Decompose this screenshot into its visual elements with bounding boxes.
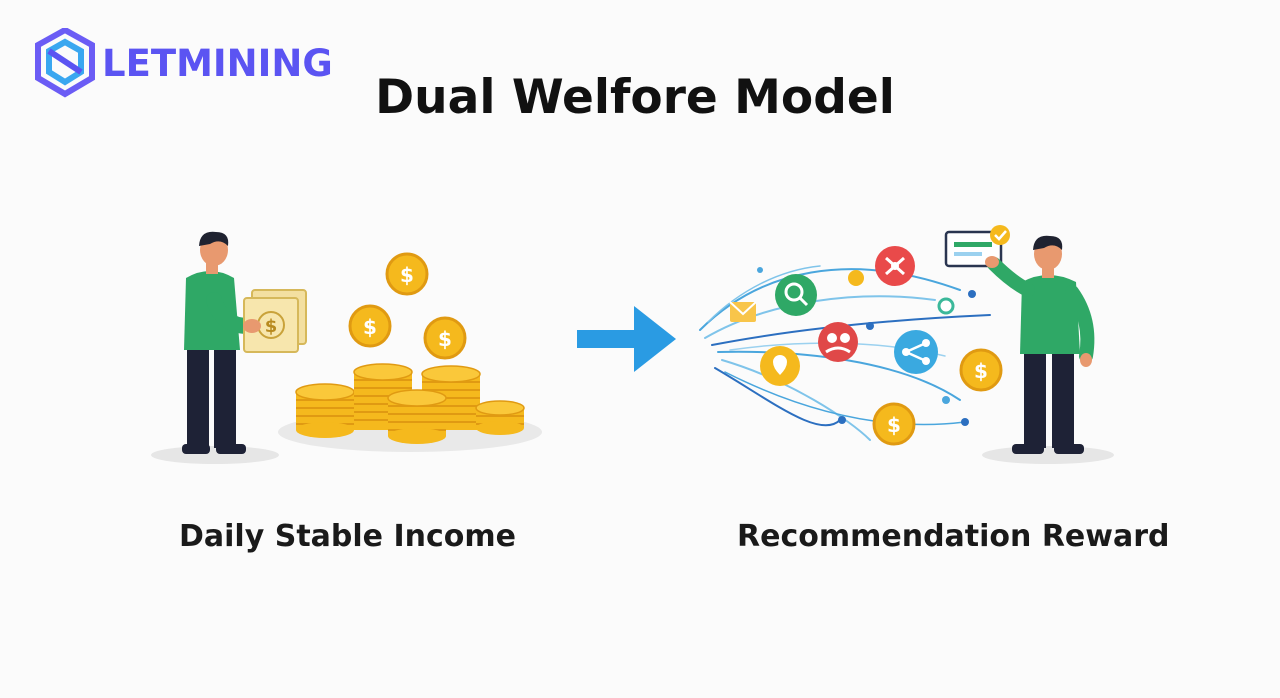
left-shadow xyxy=(151,446,279,464)
share-icon xyxy=(894,330,938,374)
email-icon xyxy=(729,301,757,322)
svg-text:$: $ xyxy=(974,359,988,383)
svg-text:$: $ xyxy=(887,413,901,437)
page-title: Dual Welfore Model xyxy=(375,70,895,125)
recommendation-reward-label: Recommendation Reward xyxy=(737,519,1170,554)
dollar-coin-icon: $ xyxy=(872,402,916,446)
svg-text:$: $ xyxy=(400,263,414,287)
daily-stable-income-label: Daily Stable Income xyxy=(179,519,516,554)
left-person xyxy=(182,231,256,454)
dollar-coin-icon: $ xyxy=(423,316,467,360)
card-icon xyxy=(944,230,1003,268)
network-nodes xyxy=(757,267,976,426)
svg-text:$: $ xyxy=(363,315,377,339)
search-user-icon xyxy=(775,274,817,316)
coin-stacks xyxy=(295,363,525,444)
brand-name: LETMINING xyxy=(102,41,333,85)
svg-text:$: $ xyxy=(265,316,278,337)
people-icon xyxy=(818,322,858,362)
brand-logo: LETMINING xyxy=(34,28,333,98)
right-arrow-icon xyxy=(577,306,676,372)
dollar-bill-icon: $ xyxy=(243,289,307,353)
dollar-coin-icon: $ xyxy=(959,348,1003,392)
svg-text:$: $ xyxy=(438,327,452,351)
dollar-coin-icon: $ xyxy=(385,252,429,296)
network-icon xyxy=(875,246,915,286)
logo-mark-icon xyxy=(35,28,95,98)
coin-small-icon xyxy=(848,270,864,286)
dollar-coin-icon: $ xyxy=(348,304,392,348)
location-pin-icon xyxy=(760,346,800,386)
checkmark-icon xyxy=(990,225,1010,245)
right-shadow xyxy=(982,446,1114,464)
right-person xyxy=(985,235,1095,454)
